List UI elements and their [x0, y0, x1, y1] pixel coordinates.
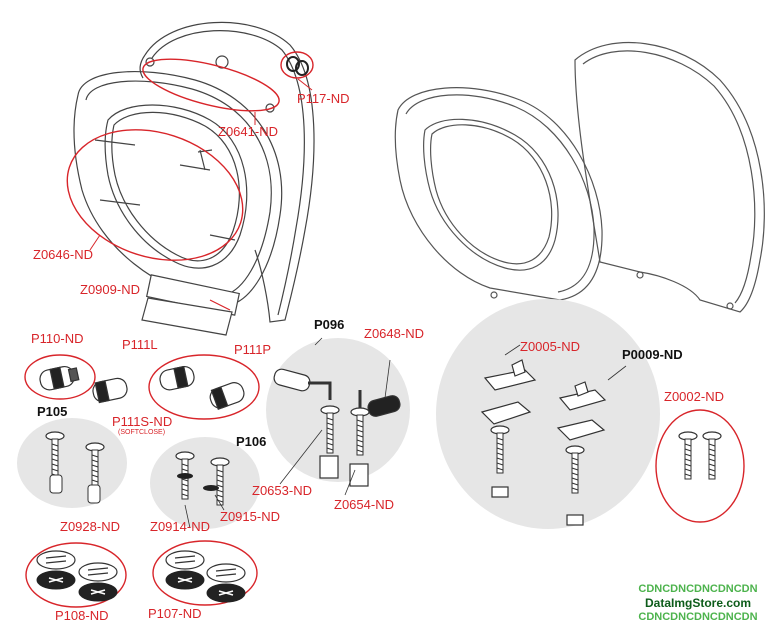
p0009-assembly	[480, 359, 607, 526]
leader-lines-left	[89, 78, 313, 251]
label-p117: P117-ND	[297, 91, 350, 106]
p117-rings	[286, 56, 309, 76]
label-z0641: Z0641-ND	[218, 124, 278, 139]
seat-ring-drawing	[73, 71, 283, 316]
label-z0648: Z0648-ND	[364, 326, 424, 341]
label-p0009: P0009-ND	[622, 347, 683, 362]
z0002-bolts	[678, 431, 722, 480]
cap-sets	[36, 550, 246, 603]
seat-lid-drawing	[139, 21, 315, 323]
z0909-cover-strip	[141, 297, 233, 336]
label-p105: P105	[37, 404, 68, 419]
label-z0915: Z0915-ND	[220, 509, 280, 524]
leader-lines-lower	[184, 337, 627, 529]
watermark-line-bottom: CDNCDNCDNCDNCDN	[638, 611, 758, 623]
label-p107: P107-ND	[148, 606, 202, 621]
watermark: CDNCDNCDNCDNCDN DataImgStore.com CDNCDNC…	[618, 582, 778, 624]
label-z0909: Z0909-ND	[80, 282, 140, 297]
watermark-site: DataImgStore.com	[644, 596, 752, 610]
label-z0005: Z0005-ND	[520, 339, 580, 354]
label-p111s: P111S-ND	[112, 414, 173, 429]
p106-screws	[175, 451, 230, 506]
label-p096: P096	[314, 317, 345, 332]
label-p108: P108-ND	[55, 608, 109, 623]
hinge-cylinders	[39, 365, 245, 410]
label-softclose: (SOFTCLOSE)	[118, 429, 166, 436]
label-z0653: Z0653-ND	[252, 483, 312, 498]
callout-rings-hinges	[24, 354, 745, 608]
seat-assembly-ghost	[394, 42, 765, 313]
label-p111p: P111P	[234, 342, 272, 357]
watermark-line-top: CDNCDNCDNCDNCDN	[638, 583, 758, 595]
label-p110: P110-ND	[31, 331, 84, 346]
label-z0646: Z0646-ND	[33, 247, 93, 262]
callout-rings-left	[66, 51, 314, 261]
label-p111l: P111L	[122, 337, 158, 352]
label-z0928: Z0928-ND	[60, 519, 120, 534]
label-z0002: Z0002-ND	[664, 389, 724, 404]
label-z0654: Z0654-ND	[334, 497, 394, 512]
p105-screws	[45, 431, 105, 504]
label-z0914: Z0914-ND	[150, 519, 210, 534]
label-p106: P106	[236, 434, 267, 449]
p096-hinge	[273, 368, 401, 487]
